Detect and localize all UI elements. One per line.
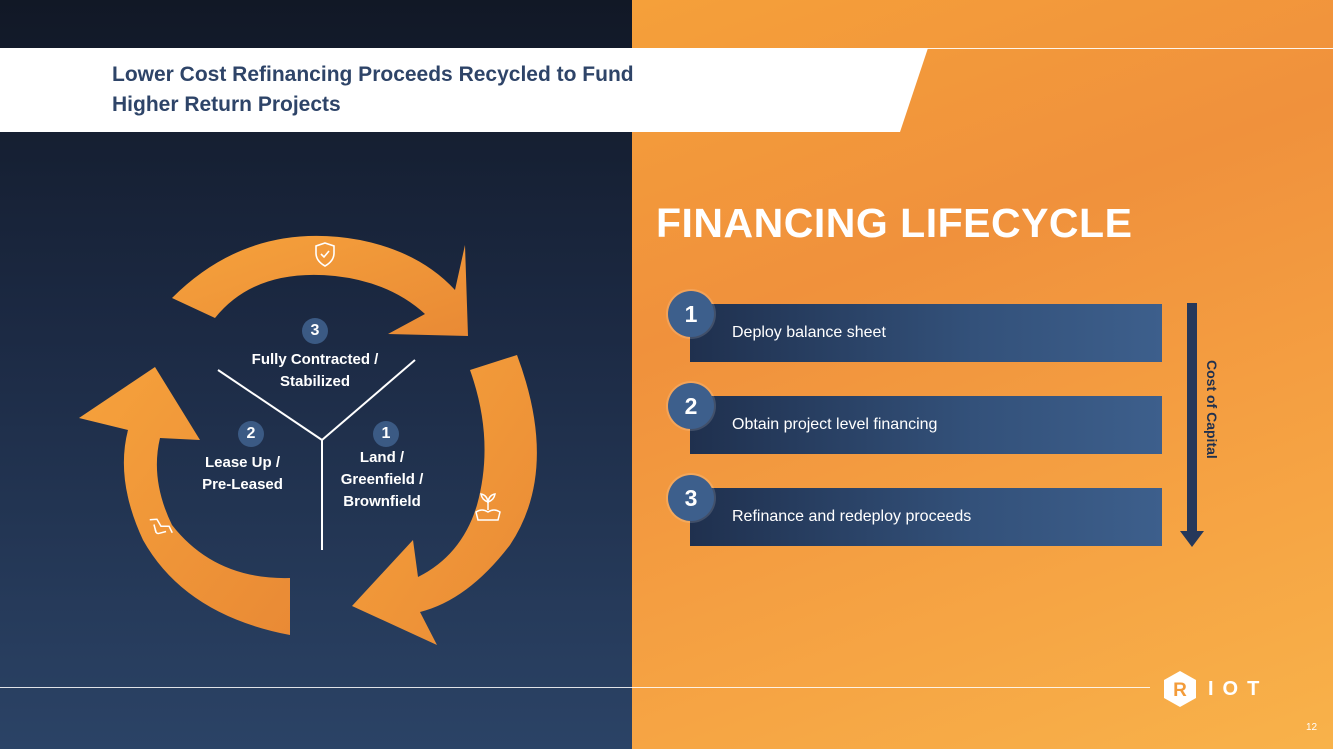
step-bar-1: Deploy balance sheet xyxy=(690,304,1162,362)
cycle-arrow-left xyxy=(79,367,290,635)
step-number-1: 1 xyxy=(668,291,714,337)
step-2-text: Obtain project level financing xyxy=(732,416,938,433)
stage-3-line-1: Fully Contracted / xyxy=(251,351,379,368)
cycle-arrow-right xyxy=(352,355,537,645)
cycle-arrow-top xyxy=(172,235,468,336)
cycle-label-stage-3: Fully Contracted / Stabilized xyxy=(225,349,405,393)
cycle-label-stage-2: Lease Up / Pre-Leased xyxy=(180,452,305,496)
cycle-label-stage-1: Land / Greenfield / Brownfield xyxy=(326,447,438,513)
step-1-text: Deploy balance sheet xyxy=(732,324,886,341)
plant-hand-icon xyxy=(475,493,501,521)
company-logo: R IOT xyxy=(1162,670,1268,708)
riot-logo-mark-icon: R xyxy=(1164,671,1196,707)
title-line-1: Lower Cost Refinancing Proceeds Recycled… xyxy=(112,63,634,86)
stage-2-line-1: Lease Up / xyxy=(204,454,281,471)
stage-1-line-1: Land / xyxy=(359,449,405,466)
page-title: Lower Cost Refinancing Proceeds Recycled… xyxy=(112,60,752,120)
stage-1-line-3: Brownfield xyxy=(343,493,421,510)
cycle-number-1: 1 xyxy=(373,421,399,447)
step-number-3: 3 xyxy=(668,475,714,521)
cost-of-capital-label: Cost of Capital xyxy=(1204,360,1220,459)
logo-mark-letter: R xyxy=(1173,680,1187,701)
stage-2-line-2: Pre-Leased xyxy=(202,476,283,493)
cycle-diagram xyxy=(79,235,537,645)
page-number: 12 xyxy=(1306,722,1318,733)
step-number-2: 2 xyxy=(668,383,714,429)
handshake-icon xyxy=(149,518,173,535)
stage-1-line-2: Greenfield / xyxy=(340,471,424,488)
bottom-divider xyxy=(0,687,1150,688)
step-3-text: Refinance and redeploy proceeds xyxy=(732,508,972,525)
title-line-2: Higher Return Projects xyxy=(112,93,341,116)
stage-3-line-2: Stabilized xyxy=(279,373,350,390)
logo-text: IOT xyxy=(1208,677,1269,700)
cost-of-capital-arrow xyxy=(1178,303,1206,548)
cycle-number-3: 3 xyxy=(302,318,328,344)
top-divider xyxy=(920,48,1333,49)
title-banner xyxy=(0,48,928,132)
shield-check-icon xyxy=(315,242,335,267)
step-bar-2: Obtain project level financing xyxy=(690,396,1162,454)
step-bar-3: Refinance and redeploy proceeds xyxy=(690,488,1162,546)
lifecycle-heading: FINANCING LIFECYCLE xyxy=(656,200,1133,246)
cycle-number-2: 2 xyxy=(238,421,264,447)
